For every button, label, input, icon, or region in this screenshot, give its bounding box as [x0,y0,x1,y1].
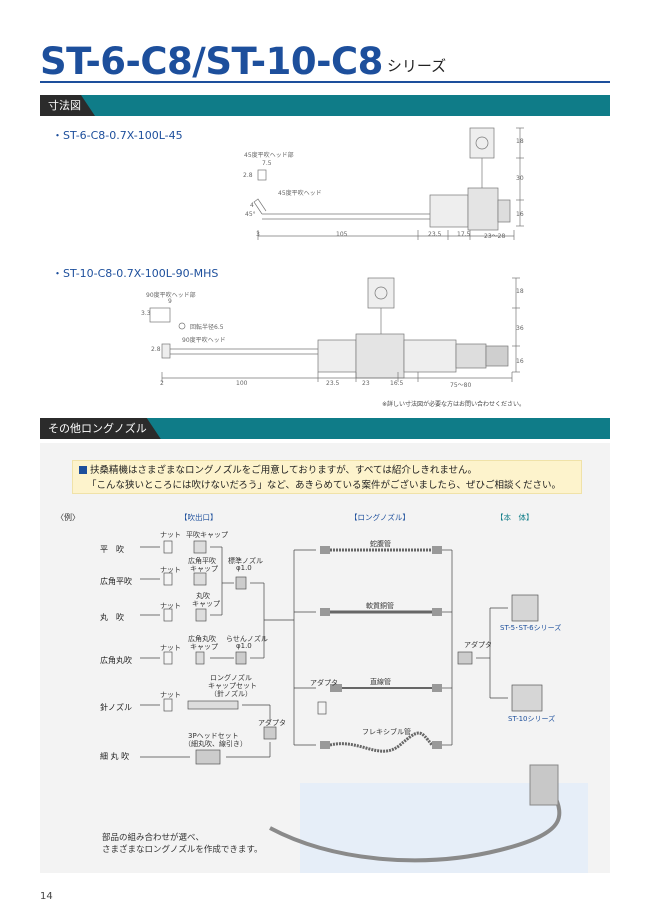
drawing-b [149,277,520,382]
label-adapter-2: アダプタ [310,679,338,687]
row-wide-flat: 広角平吹 [100,577,132,586]
drawing-a-dim-b1: 105 [336,231,348,238]
section-label-dimension: 寸法図 [40,95,95,116]
caption: 部品の組み合わせが選べ、 さまざまなロングノズルを作成できます。 [102,832,262,856]
drawing-a-dim-b4: 23～28 [484,233,506,240]
col-header-body: 【本 体】 [496,513,534,522]
label-wide-round-2: キャップ [190,643,218,651]
message-line-1: 扶桑精機はさまざまなロングノズルをご用意しておりますが、すべては紹介しきれません… [90,465,478,476]
label-pipe-flex: フレキシブル管 [362,728,411,736]
col-header-outlet: 【吹出口】 [180,513,218,522]
section-band-other-nozzles: その他ロングノズル [40,418,610,439]
drawing-b-dim-b5: 75～80 [450,382,472,389]
label-3p-2: （細丸吹、線引き） [184,740,247,748]
label-pipe-soft: 軟質銅管 [366,602,394,610]
drawing-b-dim-b1: 100 [236,380,248,387]
drawing-a-dim-b0: 3 [256,231,260,238]
drawing-b-dim-r0: 18 [516,288,524,295]
series-title: ST-6-C8/ST-10-C8 [40,40,383,83]
label-wide-flat-1: 広角平吹 [188,557,216,565]
drawing-a-dim-28: 2.8 [243,172,253,179]
label-spiral-1: らせんノズル [226,635,268,643]
drawing-b-angle-label: 回転半径6.5 [190,324,224,331]
label-nut-5: ナット [160,691,181,699]
label-needle-3: （針ノズル） [210,690,252,698]
row-wide-round: 広角丸吹 [100,656,132,665]
label-adapter-1: アダプタ [258,719,286,727]
drawing-b-dim-b4: 16.5 [390,380,404,387]
label-nut-3: ナット [160,602,181,610]
label-nut-1: ナット [160,531,181,539]
caption-line-2: さまざまなロングノズルを作成できます。 [102,845,263,855]
section-band-dimension: 寸法図 [40,95,610,116]
label-needle-2: キャップセット [208,682,257,690]
label-body-st5: ST-5･ST-6シリーズ [500,624,562,632]
drawing-a-dim-r2: 16 [516,211,524,218]
drawing-a-dim-75: 7.5 [262,160,272,167]
drawing-b-head-label2: 90度平吹ヘッド [182,337,226,344]
page-title: ST-6-C8/ST-10-C8 シリーズ [40,30,446,80]
label-pipe-bellows: 蛇腹管 [370,540,391,548]
label-nut-2: ナット [160,566,181,574]
label-body-st10: ST-10シリーズ [508,715,556,723]
drawing-a-dim-r0: 18 [516,138,524,145]
drawing-a-dim-45: 45° [245,211,256,218]
row-flat: 平 吹 [100,545,124,554]
drawing-b-dim-b0: 2 [160,380,164,387]
drawing-a-head-label2: 45度平吹ヘッド [278,190,322,197]
model-a-title: ・ST-6-C8-0.7X-100L-45 [52,129,183,142]
label-spiral-2: φ1.0 [236,642,252,650]
message-box: 扶桑精機はさまざまなロングノズルをご用意しておりますが、すべては紹介しきれません… [72,460,582,494]
label-wide-flat-2: キャップ [190,565,218,573]
drawing-a-dim-b3: 17.5 [457,231,471,238]
label-nut-4: ナット [160,644,181,652]
label-needle-1: ロングノズル [210,674,252,682]
drawing-b-dim-9: 9 [168,298,172,305]
label-cap-flat: 平吹キャップ [186,531,228,539]
label-round-2: キャップ [192,600,220,608]
label-std-nozzle-1: 標準ノズル [228,557,263,565]
row-round: 丸 吹 [100,613,124,622]
title-rule [40,81,610,83]
series-suffix: シリーズ [386,57,447,75]
caption-line-1: 部品の組み合わせが選べ、 [102,833,205,843]
drawing-b-dim-r1: 36 [516,325,524,332]
drawing-a-head-label: 45度平吹ヘッド部 [244,152,294,159]
label-wide-round-1: 広角丸吹 [188,635,216,643]
section-label-other-nozzles: その他ロングノズル [40,418,161,439]
bullet-square-icon [79,466,87,474]
label-round-1: 丸吹 [196,592,210,600]
drawing-b-dim-b2: 23.5 [326,380,340,387]
row-fine-round: 細 丸 吹 [100,752,130,761]
drawing-a-dim-b2: 23.5 [428,231,442,238]
message-line-2: 「こんな狭いところには吹けないだろう」など、あきらめている案件がございましたら、… [87,480,561,491]
label-adapter-3: アダプタ [464,641,492,649]
col-header-long: 【ロングノズル】 [350,513,410,522]
drawing-b-dim-28: 2.8 [151,346,161,353]
page-number: 14 [40,891,53,902]
example-label: 〈例〉 [56,513,80,522]
row-needle: 針ノズル [100,703,132,712]
detail-note: ※詳しい寸法図が必要な方はお問い合わせください。 [382,401,526,408]
drawing-a [253,127,524,240]
label-std-nozzle-2: φ1.0 [236,564,252,572]
drawing-b-dim-b3: 23 [362,380,370,387]
drawing-b-head-label: 90度平吹ヘッド部 [146,292,196,299]
drawing-b-dim-33: 3.3 [141,310,151,317]
label-3p-1: 3Pヘッドセット [188,732,239,740]
model-b-title: ・ST-10-C8-0.7X-100L-90-MHS [52,267,219,280]
drawing-b-dim-r2: 16 [516,358,524,365]
drawing-a-dim-r1: 30 [516,175,524,182]
label-pipe-straight: 直線管 [370,678,391,686]
drawing-a-dim-4: 4 [250,202,254,209]
